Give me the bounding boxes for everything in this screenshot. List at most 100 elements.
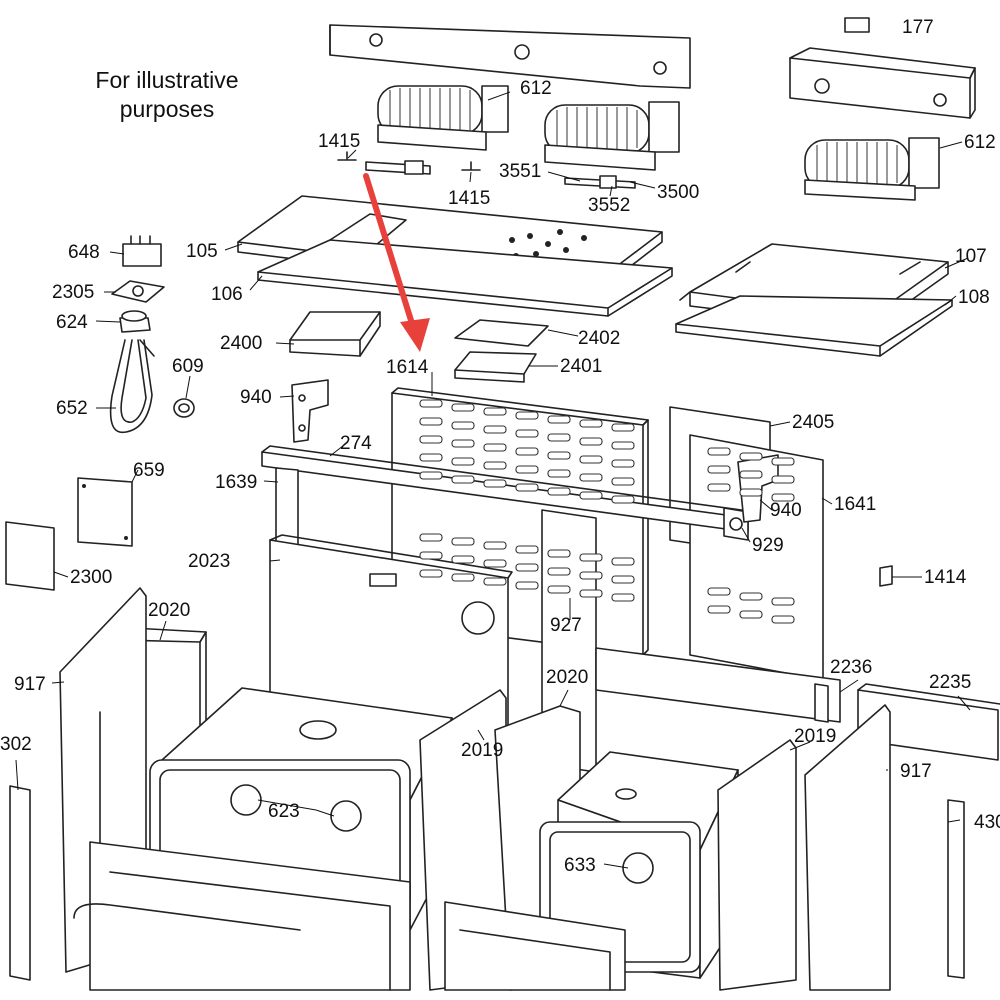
vent-slot [547, 415, 571, 424]
leader-line [944, 295, 957, 306]
vent-slot [579, 491, 603, 500]
leader-line [741, 527, 751, 543]
part-label-927: 927 [550, 615, 582, 636]
part-label-430: 430 [974, 812, 1000, 833]
part-177-panel [789, 17, 976, 119]
part-label-105: 105 [186, 241, 218, 262]
leader-line [609, 185, 613, 197]
vent-slot [547, 451, 571, 460]
caption-line-2: purposes [119, 96, 215, 122]
plate-2300 [5, 521, 55, 591]
part-label-2023: 2023 [188, 551, 230, 572]
vent-slots [419, 399, 795, 624]
vent-slot [451, 421, 475, 430]
part-label-2400: 2400 [220, 333, 262, 354]
vent-slot [419, 533, 443, 542]
vent-slot [579, 571, 603, 580]
part-label-2305: 2305 [52, 282, 94, 303]
vent-slot [483, 577, 507, 586]
part-label-107: 107 [955, 246, 987, 267]
vent-slot [771, 475, 795, 484]
leader-line [329, 441, 349, 457]
part-label-652: 652 [56, 398, 88, 419]
vent-slot [483, 425, 507, 434]
leader-line [159, 620, 167, 641]
leader-line [939, 141, 963, 149]
vent-slot [483, 407, 507, 416]
trim-bar-2235 [857, 683, 1000, 761]
leader-line [279, 395, 295, 398]
vent-slot [707, 483, 731, 492]
leader-line [15, 759, 19, 791]
vent-slot [419, 399, 443, 408]
part-label-940a: 940 [240, 387, 272, 408]
part-label-648: 648 [68, 242, 100, 263]
leader-line [109, 251, 125, 255]
leader-line [769, 421, 791, 427]
part-label-2300: 2300 [70, 567, 112, 588]
part-label-2405: 2405 [792, 412, 834, 433]
leader-line [547, 329, 579, 337]
sensor-parts [337, 151, 636, 189]
part-label-623: 623 [268, 801, 300, 822]
vent-slot [451, 555, 475, 564]
leader-line [789, 741, 811, 751]
part-label-633: 633 [564, 855, 596, 876]
part-label-2020b: 2020 [546, 667, 588, 688]
vent-slot [483, 461, 507, 470]
vent-slot [419, 471, 443, 480]
leader-line [51, 681, 65, 684]
highlight-arrow [363, 173, 430, 352]
part-label-2020a: 2020 [148, 600, 190, 621]
vent-slot [419, 453, 443, 462]
leader-line [95, 320, 121, 323]
vent-slot [515, 545, 539, 554]
vent-slot [771, 493, 795, 502]
leader-line [944, 257, 969, 269]
vent-slot [579, 419, 603, 428]
part-label-2235: 2235 [929, 672, 971, 693]
vent-slot [451, 457, 475, 466]
part-label-3552: 3552 [588, 195, 630, 216]
vent-slot [771, 597, 795, 606]
part-label-917b: 917 [900, 761, 932, 782]
terminal-block-648 [122, 235, 162, 267]
tray-2401 [454, 351, 537, 383]
leader-line [131, 469, 139, 483]
cooling-fan-1 [377, 85, 509, 151]
vent-slot [451, 439, 475, 448]
vent-slot [579, 455, 603, 464]
vent-slot [451, 537, 475, 546]
vent-slot [515, 563, 539, 572]
trim-430 [947, 799, 965, 979]
vent-slot [451, 573, 475, 582]
vent-slot [515, 429, 539, 438]
leader-line [257, 799, 317, 811]
vent-slot [739, 592, 763, 601]
vent-slot [579, 589, 603, 598]
leader-line [603, 863, 629, 869]
highlight-arrow-shaft [363, 173, 417, 333]
vent-slot [483, 443, 507, 452]
trim-302 [9, 785, 31, 981]
vent-slot [419, 569, 443, 578]
vent-slot [579, 553, 603, 562]
panel-2402 [454, 319, 549, 347]
vent-slot [611, 557, 635, 566]
part-label-3551: 3551 [499, 161, 541, 182]
vent-slot [483, 559, 507, 568]
leader-line [839, 679, 859, 693]
vent-slot [739, 610, 763, 619]
box-2400 [289, 311, 381, 357]
part-label-1614: 1614 [386, 357, 429, 378]
part-label-2402: 2402 [578, 328, 620, 349]
vent-slot [515, 483, 539, 492]
vent-slot [547, 549, 571, 558]
leader-line [275, 342, 295, 345]
part-label-2401: 2401 [560, 356, 602, 377]
illustrative-caption: For illustrative purposes [52, 66, 282, 124]
vent-slot [419, 435, 443, 444]
vent-slot [611, 495, 635, 504]
